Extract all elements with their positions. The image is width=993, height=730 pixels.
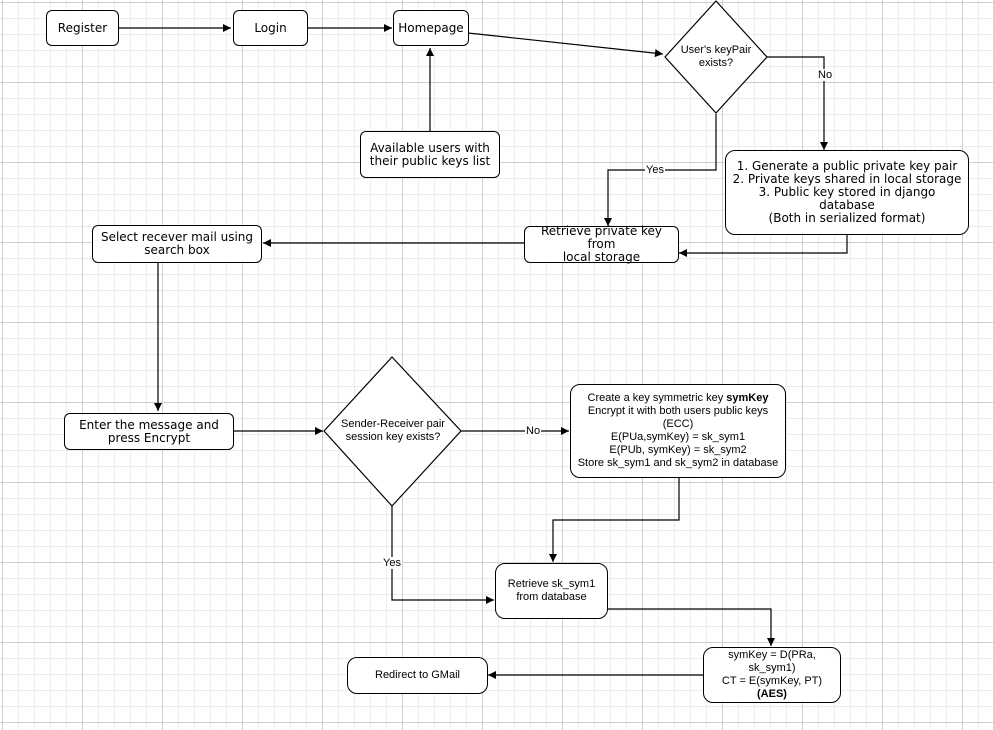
enter-message-line2: press Encrypt <box>107 430 191 445</box>
create-symkey-node: Create a key symmetric key symKey Encryp… <box>570 384 786 478</box>
enter-message-line1: Enter the message and <box>79 417 219 432</box>
available-users-line2: their public keys list <box>369 153 491 168</box>
generate-line3: 3. Public key stored in django database <box>758 185 936 212</box>
create-key-line5: E(PUb, symKey) = sk_sym2 <box>609 444 747 456</box>
session-decision-shape <box>323 356 462 507</box>
keypair-decision-line1: User's keyPair <box>680 44 752 56</box>
keypair-decision-shape <box>664 0 768 114</box>
retrieve-sym-line2: from database <box>516 591 587 603</box>
homepage-label: Homepage <box>398 20 464 35</box>
redirect-label: Redirect to GMail <box>375 669 460 681</box>
edge-create-retrieve <box>549 478 680 562</box>
create-key-line3: (ECC) <box>662 418 694 430</box>
redirect-gmail-node: Redirect to GMail <box>347 657 488 694</box>
retrieve-private-line2: local storage <box>562 250 641 264</box>
decrypt-line4: (AES) <box>757 688 787 700</box>
login-node: Login <box>233 10 308 46</box>
edge-retrieve-decrypt <box>608 608 775 646</box>
keypair-no-label: No <box>817 69 834 81</box>
create-key-line1: Create a key symmetric key symKey <box>588 392 769 405</box>
available-users-node: Available users with their public keys l… <box>360 131 500 178</box>
session-decision-line2: session key exists? <box>345 431 441 443</box>
select-receiver-line2: search box <box>144 243 210 257</box>
keypair-decision-line2: exists? <box>698 57 734 69</box>
retrieve-private-line1: Retrieve private key from <box>540 224 663 251</box>
keypair-yes-label: Yes <box>645 164 665 176</box>
generate-line2: 2. Private keys shared in local storage <box>732 172 962 186</box>
generate-keypair-node: 1. Generate a public private key pair 2.… <box>725 150 969 235</box>
session-no-label: No <box>525 425 542 437</box>
available-users-line1: Available users with <box>370 140 490 155</box>
create-key-line6: Store sk_sym1 and sk_sym2 in database <box>577 457 779 469</box>
create-key-line1-prefix: Create a key symmetric key <box>587 392 727 404</box>
generate-line1: 1. Generate a public private key pair <box>736 159 958 173</box>
edge-homepage-decision <box>467 32 664 58</box>
select-receiver-node: Select recever mail using search box <box>92 225 262 263</box>
edge-generate-retrieve <box>679 235 848 257</box>
decrypt-line1: symKey = D(PRa, <box>728 649 816 661</box>
enter-message-node: Enter the message and press Encrypt <box>64 413 234 450</box>
register-label: Register <box>57 20 108 35</box>
login-label: Login <box>254 20 287 35</box>
decrypt-line3: CT = E(symKey, PT) <box>721 675 823 687</box>
keypair-decision-label: User's keyPair exists? <box>666 40 766 74</box>
create-key-line4: E(PUa,symKey) = sk_sym1 <box>610 431 746 443</box>
create-key-line1-bold: symKey <box>726 392 769 404</box>
edge-decision-no <box>767 56 828 150</box>
register-node: Register <box>46 10 119 46</box>
edge-session-yes <box>391 506 494 604</box>
session-decision-line1: Sender-Receiver pair <box>341 418 445 430</box>
session-decision-label: Sender-Receiver pair session key exists? <box>326 414 460 448</box>
session-yes-label: Yes <box>382 557 402 569</box>
select-receiver-line1: Select recever mail using <box>100 230 254 244</box>
decrypt-line2: sk_sym1) <box>748 662 796 674</box>
decrypt-encrypt-node: symKey = D(PRa, sk_sym1) CT = E(symKey, … <box>703 647 841 703</box>
retrieve-sym-line1: Retrieve sk_sym1 <box>507 578 596 590</box>
retrieve-sym-node: Retrieve sk_sym1 from database <box>495 563 608 619</box>
retrieve-private-key-node: Retrieve private key from local storage <box>524 224 679 264</box>
create-key-line2: Encrypt it with both users public keys <box>587 405 769 417</box>
homepage-node: Homepage <box>393 10 469 46</box>
generate-line4: (Both in serialized format) <box>768 211 926 225</box>
